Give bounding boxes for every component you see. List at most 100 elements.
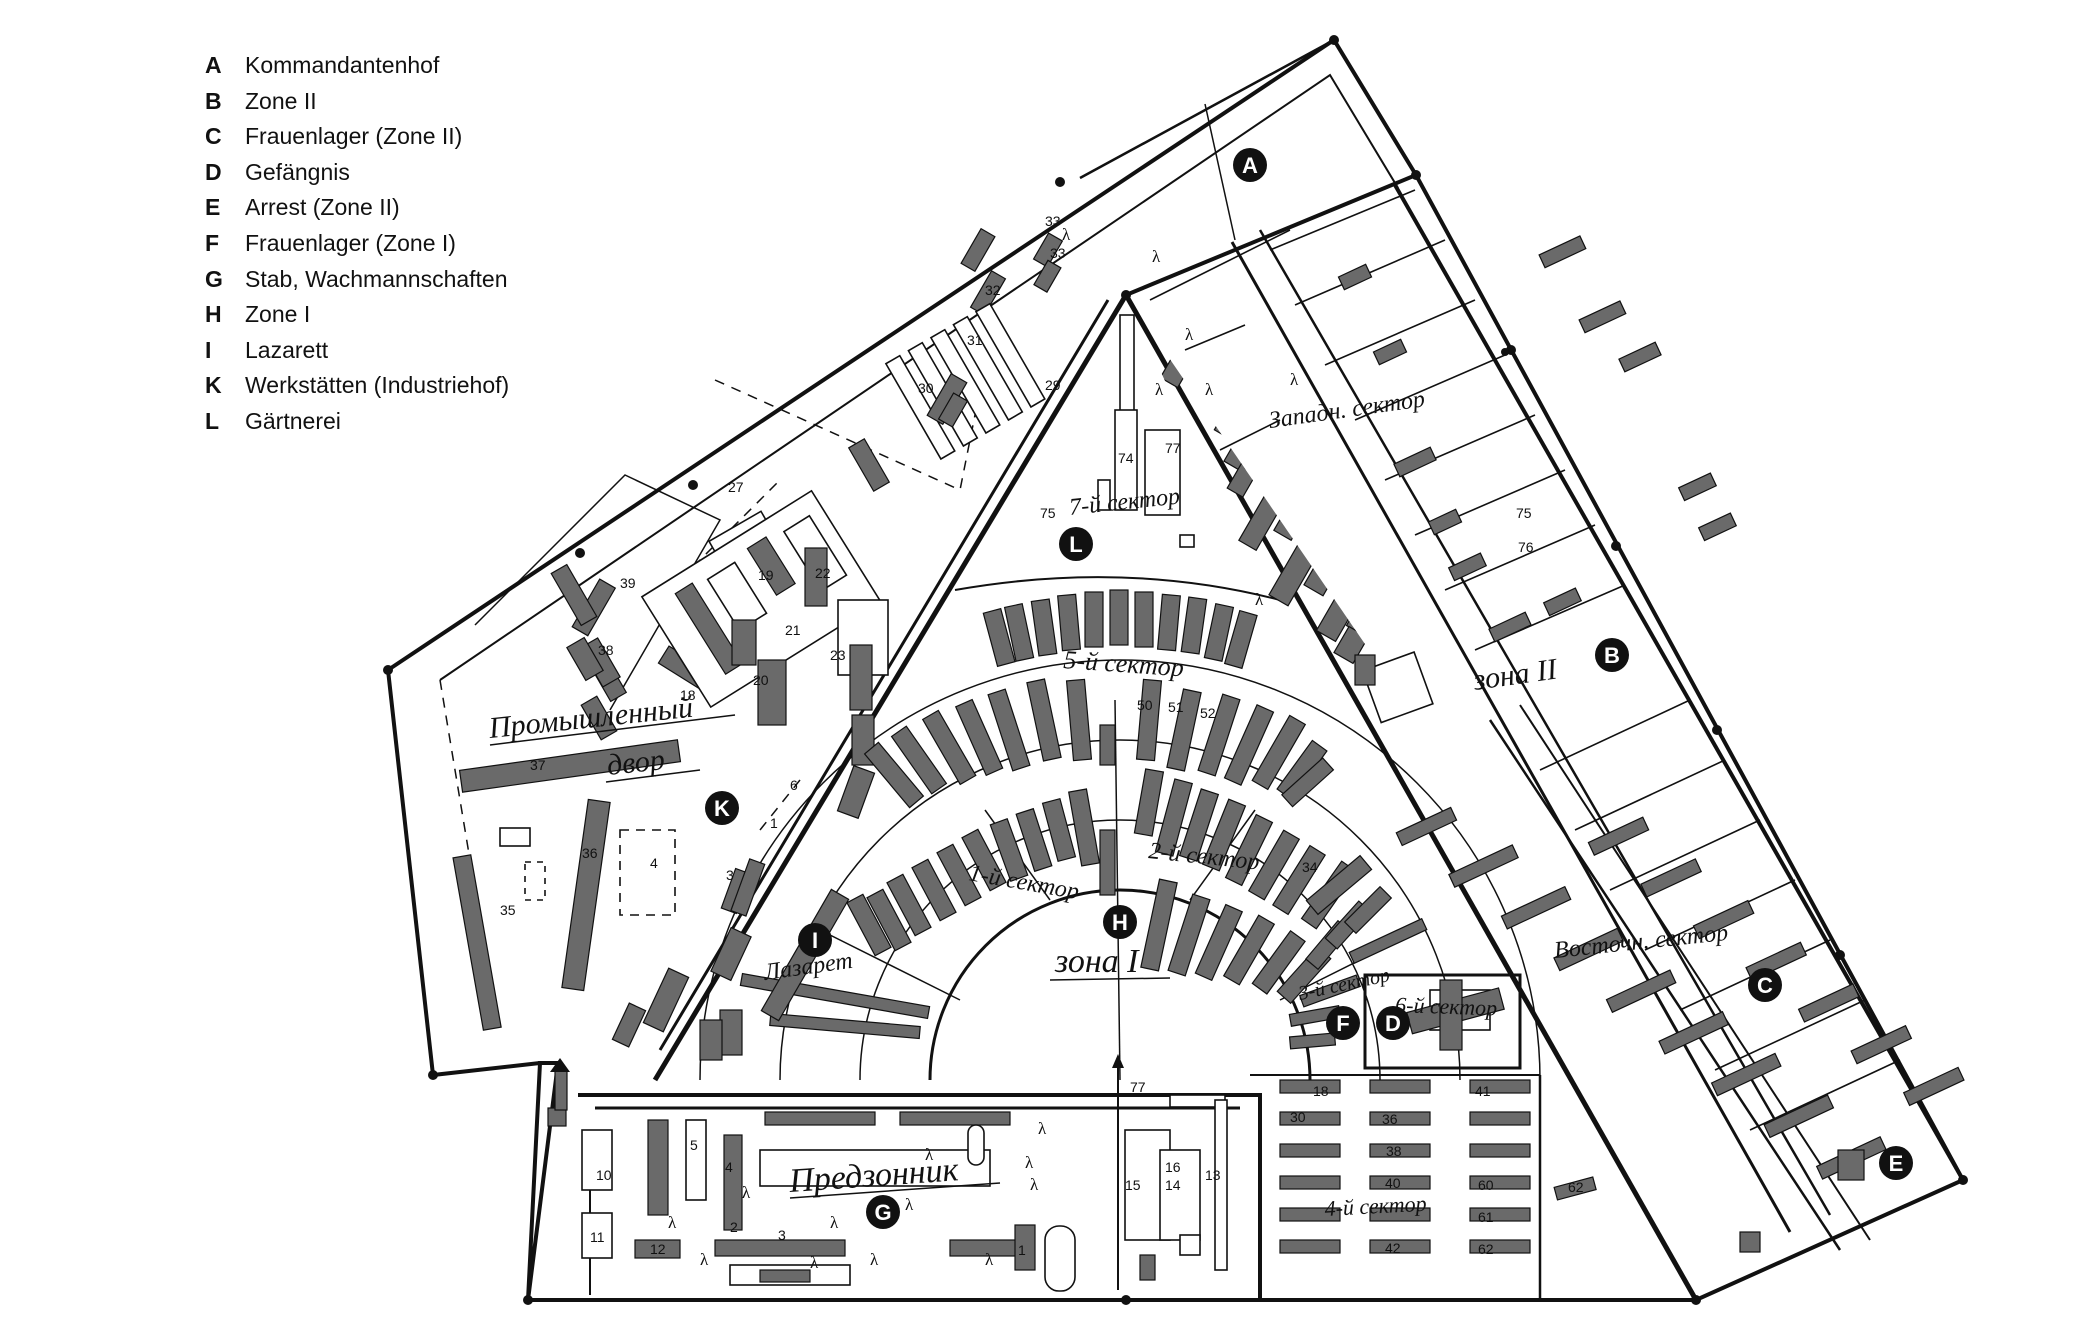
building-number: 3 [778, 1227, 786, 1243]
legend-label: Gefängnis [245, 158, 350, 185]
legend-label: Stab, Wachmannschaften [245, 265, 508, 292]
building-number: 37 [530, 757, 546, 773]
legend-key: I [205, 336, 212, 363]
legend-label: Zone II [245, 87, 317, 114]
svg-text:K: K [714, 796, 730, 821]
legend-label: Arrest (Zone II) [245, 194, 400, 221]
legend-key: B [205, 87, 222, 114]
svg-text:A: A [1242, 153, 1258, 178]
svg-text:F: F [1336, 1011, 1349, 1036]
building-number: 51 [1168, 699, 1184, 715]
svg-text:B: B [1604, 643, 1620, 668]
marker-k: K [705, 791, 739, 825]
building-number: 32 [985, 282, 1001, 298]
svg-text:λ: λ [1038, 1119, 1047, 1138]
building-number: 29 [1045, 377, 1061, 393]
building-number: 75 [1040, 505, 1056, 521]
building-numbers: 1 1 2 3 3 4 4 5 6 10 11 12 13 14 15 16 1… [500, 213, 1584, 1258]
building-number: 30 [918, 380, 934, 396]
building-number: 5 [690, 1137, 698, 1153]
svg-text:λ: λ [985, 1250, 994, 1269]
western-sector-label: Западн. сектор [1267, 386, 1426, 434]
building-number: 12 [650, 1241, 666, 1257]
marker-g: G [866, 1195, 900, 1229]
svg-text:λ: λ [1062, 225, 1071, 244]
building-number: 77 [1165, 440, 1181, 456]
building-number: 21 [785, 622, 801, 638]
building-number: 41 [1475, 1083, 1491, 1099]
zona-1-label: зона I [1054, 943, 1140, 980]
building-number: 38 [1386, 1143, 1402, 1159]
building-number: 35 [500, 902, 516, 918]
building-number: 13 [1205, 1167, 1221, 1183]
building-number: 22 [815, 565, 831, 581]
building-number: 14 [1165, 1177, 1181, 1193]
legend-label: Frauenlager (Zone I) [245, 229, 456, 256]
legend-key: H [205, 301, 222, 328]
building-number: 40 [1385, 1175, 1401, 1191]
svg-text:λ: λ [1025, 1153, 1034, 1172]
legend-label: Gärtnerei [245, 407, 341, 434]
building-number: 30 [1290, 1109, 1306, 1125]
buildings [452, 227, 1965, 1292]
building-number: 19 [758, 567, 774, 583]
legend-item-c: C Frauenlager (Zone II) [205, 119, 509, 155]
zona-2-label: зона II [1470, 652, 1560, 697]
legend-key: D [205, 158, 222, 185]
building-number: 23 [830, 647, 846, 663]
svg-text:λ: λ [1205, 380, 1214, 399]
marker-f: F [1326, 1006, 1360, 1040]
building-number: 77 [1130, 1079, 1146, 1095]
legend-key: C [205, 123, 222, 150]
svg-text:λ: λ [925, 1145, 934, 1164]
marker-d: D [1376, 1006, 1410, 1040]
legend-label: Kommandantenhof [245, 52, 440, 78]
svg-text:C: C [1757, 973, 1773, 998]
building-number: 42 [1385, 1240, 1401, 1256]
building-number: 62 [1478, 1241, 1494, 1257]
svg-text:λ: λ [700, 1250, 709, 1269]
building-number: 31 [967, 332, 983, 348]
svg-text:λ: λ [830, 1213, 839, 1232]
legend-label: Werkstätten (Industriehof) [245, 372, 510, 399]
building-number: 4 [725, 1159, 733, 1175]
marker-h: H [1103, 905, 1137, 939]
svg-text:H: H [1112, 910, 1128, 935]
svg-text:λ: λ [1030, 1175, 1039, 1194]
building-number: 4 [650, 855, 658, 871]
building-number: 52 [1200, 705, 1216, 721]
svg-text:L: L [1069, 532, 1082, 557]
building-number: 11 [590, 1229, 605, 1245]
entrance-arrow [550, 1054, 1124, 1120]
marker-e: E [1879, 1146, 1913, 1180]
sector-6-label: 6-й сектор [1395, 992, 1498, 1021]
watchtowers [383, 35, 1968, 1305]
building-number: 50 [1137, 697, 1153, 713]
building-number: 18 [680, 687, 696, 703]
legend-key: F [205, 229, 220, 256]
svg-text:I: I [812, 928, 818, 953]
building-number: 16 [1165, 1159, 1181, 1175]
building-number: 1 [1018, 1242, 1026, 1258]
building-number: 33 [1050, 245, 1066, 261]
marker-b: B [1595, 638, 1629, 672]
legend-key: K [205, 372, 222, 399]
building-number: 61 [1478, 1209, 1494, 1225]
legend-label: Lazarett [245, 336, 329, 363]
legend-item-b: B Zone II [205, 84, 509, 120]
building-number: 75 [1516, 505, 1532, 521]
legend-label: Frauenlager (Zone II) [245, 123, 463, 150]
building-number: 74 [1118, 450, 1134, 466]
legend-item-d: D Gefängnis [205, 155, 509, 191]
industrial-label-1: Промышленный [486, 691, 694, 745]
svg-text:λ: λ [1155, 380, 1164, 399]
building-number: 2 [730, 1219, 738, 1235]
svg-text:λ: λ [810, 1253, 819, 1272]
